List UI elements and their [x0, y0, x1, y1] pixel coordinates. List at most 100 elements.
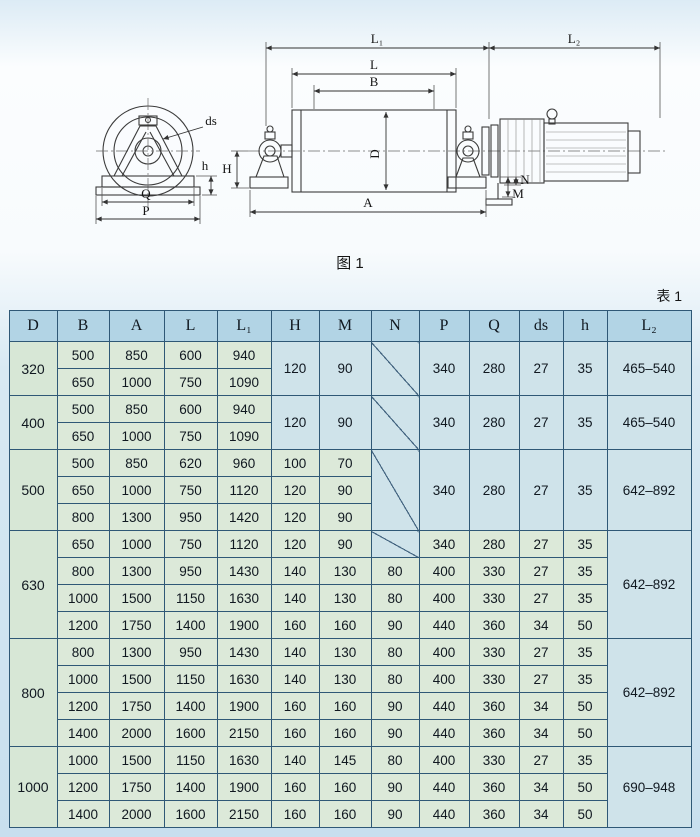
cell-ds: 27 [518, 557, 564, 585]
cell-h-dim: 120 [270, 503, 320, 531]
cell-h-dim: 140 [270, 638, 320, 666]
cell-h-dim: 120 [270, 341, 320, 396]
cell-ds: 34 [518, 719, 564, 747]
cell-q: 330 [468, 746, 520, 774]
cell-p: 400 [418, 557, 470, 585]
cell-a: 1750 [108, 773, 165, 801]
dim-label-l1: L₁ [371, 31, 383, 46]
cell-ds: 27 [518, 584, 564, 612]
cell-n: 90 [370, 773, 420, 801]
cell-m: 160 [318, 773, 372, 801]
cell-b: 1400 [56, 800, 110, 828]
cell-h: 50 [562, 773, 608, 801]
col-b: B [56, 310, 110, 342]
cell-ds: 27 [518, 665, 564, 693]
cell-ds: 27 [518, 341, 564, 396]
col-p: P [418, 310, 470, 342]
cell-q: 330 [468, 665, 520, 693]
cell-n: 80 [370, 584, 420, 612]
cell-h-dim: 100 [270, 449, 320, 477]
cell-a: 1500 [108, 665, 165, 693]
cell-h: 35 [562, 557, 608, 585]
cell-q: 360 [468, 800, 520, 828]
cell-q: 360 [468, 611, 520, 639]
dim-label-n: N [520, 172, 530, 187]
cell-l1: 2150 [216, 719, 272, 747]
cell-h: 35 [562, 584, 608, 612]
cell-q: 280 [468, 341, 520, 396]
cell-m: 90 [318, 476, 372, 504]
cell-l1: 1430 [216, 638, 272, 666]
cell-h: 35 [562, 746, 608, 774]
pulley-diagram: ds h Q P [95, 31, 668, 272]
table-header-row: D B A L L₁ H M N P Q ds h L₂ [8, 310, 692, 342]
cell-l1: 1630 [216, 665, 272, 693]
cell-m: 130 [318, 665, 372, 693]
dim-label-l: L [370, 57, 378, 72]
cell-h-dim: 120 [270, 530, 320, 558]
cell-m: 130 [318, 557, 372, 585]
cell-h-dim: 140 [270, 746, 320, 774]
cell-l1: 1420 [216, 503, 272, 531]
col-ds: ds [518, 310, 564, 342]
cell-b: 650 [56, 530, 110, 558]
cell-b: 1000 [56, 746, 110, 774]
cell-m: 70 [318, 449, 372, 477]
cell-p: 400 [418, 584, 470, 612]
cell-l1: 940 [216, 395, 272, 423]
cell-l2: 642–892 [606, 530, 692, 639]
cell-l: 950 [163, 638, 218, 666]
cell-a: 1750 [108, 692, 165, 720]
col-l2: L₂ [606, 310, 692, 342]
cell-l: 750 [163, 368, 218, 396]
cell-l1: 2150 [216, 800, 272, 828]
dim-label-d: D [367, 149, 382, 158]
cell-l1: 940 [216, 341, 272, 369]
cell-m: 145 [318, 746, 372, 774]
cell-b: 650 [56, 422, 110, 450]
cell-a: 1000 [108, 368, 165, 396]
cell-ds: 34 [518, 773, 564, 801]
cell-h-dim: 160 [270, 773, 320, 801]
cell-l: 950 [163, 503, 218, 531]
cell-a: 1500 [108, 746, 165, 774]
cell-m: 130 [318, 584, 372, 612]
cell-a: 2000 [108, 719, 165, 747]
cell-d: 320 [8, 341, 58, 396]
cell-l: 620 [163, 449, 218, 477]
cell-l1: 1900 [216, 692, 272, 720]
cell-h: 35 [562, 638, 608, 666]
cell-h: 50 [562, 611, 608, 639]
cell-p: 400 [418, 638, 470, 666]
dim-label-b: B [370, 74, 379, 89]
cell-h: 35 [562, 449, 608, 531]
cell-l1: 1120 [216, 530, 272, 558]
cell-h: 35 [562, 530, 608, 558]
cell-m: 90 [318, 341, 372, 396]
cell-l: 600 [163, 341, 218, 369]
cell-n: 80 [370, 638, 420, 666]
cell-b: 1200 [56, 773, 110, 801]
cell-q: 330 [468, 584, 520, 612]
col-q: Q [468, 310, 520, 342]
figure-1-drawing: ds h Q P [0, 0, 700, 286]
cell-l: 1400 [163, 773, 218, 801]
cell-n [370, 530, 420, 558]
cell-l2: 465–540 [606, 341, 692, 396]
cell-m: 160 [318, 611, 372, 639]
cell-ds: 27 [518, 449, 564, 531]
cell-l: 1600 [163, 800, 218, 828]
cell-q: 280 [468, 449, 520, 531]
cell-h-dim: 120 [270, 476, 320, 504]
cell-l1: 1090 [216, 422, 272, 450]
cell-m: 130 [318, 638, 372, 666]
cell-h: 50 [562, 692, 608, 720]
cell-b: 650 [56, 476, 110, 504]
cell-h: 35 [562, 665, 608, 693]
